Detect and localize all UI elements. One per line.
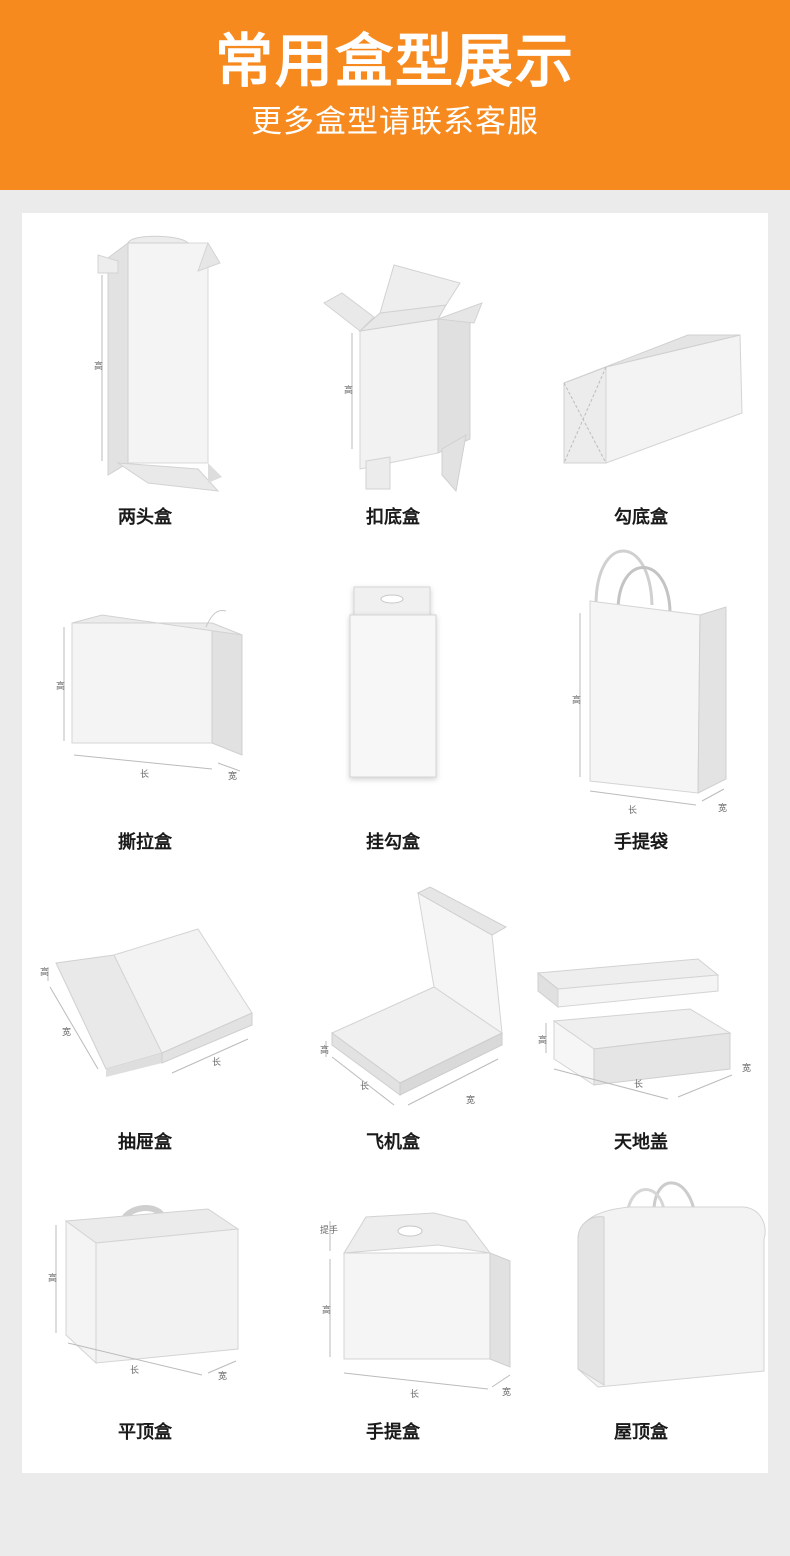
box-item-handle-box: 提手 高 长 宽 手提盒 bbox=[270, 1163, 518, 1473]
width-dimension-label: 宽 bbox=[742, 1062, 751, 1074]
width-dimension-label: 宽 bbox=[718, 802, 727, 814]
length-dimension-label: 长 bbox=[140, 768, 149, 780]
hang-tab-box-illustration bbox=[349, 586, 437, 778]
box-item-crash-lock-bottom: 勾底盒 bbox=[518, 213, 768, 543]
height-dimension-label: 高 bbox=[56, 680, 65, 692]
length-dimension-label: 长 bbox=[634, 1078, 643, 1090]
height-dimension-label: 高 bbox=[538, 1034, 547, 1046]
width-dimension-label: 宽 bbox=[218, 1370, 227, 1382]
box-gallery: 高 两头盒 高 扣底盒 勾底盒 bbox=[22, 213, 768, 1473]
box-item-flat-top: 高 长 宽 平顶盒 bbox=[22, 1163, 270, 1473]
height-dimension-label: 高 bbox=[40, 966, 49, 978]
box-label: 撕拉盒 bbox=[118, 832, 172, 853]
snap-lock-bottom-box-illustration: 高 bbox=[323, 264, 483, 493]
length-dimension-label: 长 bbox=[410, 1388, 419, 1400]
box-label: 平顶盒 bbox=[118, 1422, 172, 1443]
header-banner: 常用盒型展示 更多盒型请联系客服 bbox=[0, 0, 790, 190]
lid-and-base-box-illustration: 高 长 宽 bbox=[536, 958, 751, 1100]
box-item-tear-strip: 高 长 宽 撕拉盒 bbox=[22, 543, 270, 863]
box-item-mailer: 高 长 宽 飞机盒 bbox=[270, 863, 518, 1163]
box-label: 屋顶盒 bbox=[614, 1422, 668, 1443]
crash-lock-bottom-box-illustration bbox=[563, 334, 743, 464]
roof-top-box-illustration bbox=[577, 1181, 766, 1388]
handle-bag-illustration: 高 长 宽 bbox=[572, 549, 727, 816]
box-item-roof-top: 屋顶盒 bbox=[518, 1163, 768, 1473]
width-dimension-label: 宽 bbox=[466, 1094, 475, 1106]
handle-dimension-label: 提手 bbox=[320, 1224, 338, 1236]
length-dimension-label: 长 bbox=[130, 1364, 139, 1376]
length-dimension-label: 长 bbox=[628, 804, 637, 816]
flat-top-box-illustration: 高 长 宽 bbox=[48, 1205, 240, 1382]
height-dimension-label: 高 bbox=[322, 1304, 331, 1316]
width-dimension-label: 宽 bbox=[502, 1386, 511, 1398]
box-label: 天地盖 bbox=[614, 1132, 668, 1153]
box-label: 飞机盒 bbox=[366, 1132, 420, 1153]
height-dimension-label: 高 bbox=[48, 1272, 57, 1284]
tear-strip-box-illustration: 高 长 宽 bbox=[56, 610, 243, 782]
box-label: 挂勾盒 bbox=[366, 832, 420, 853]
box-item-hang-tab: 挂勾盒 bbox=[270, 543, 518, 863]
box-label: 两头盒 bbox=[118, 507, 172, 528]
width-dimension-label: 宽 bbox=[228, 770, 237, 782]
handle-box-illustration: 提手 高 长 宽 bbox=[320, 1212, 511, 1400]
height-dimension-label: 高 bbox=[94, 360, 103, 372]
box-item-two-end-tuck: 高 两头盒 bbox=[22, 213, 270, 543]
box-label: 抽屉盒 bbox=[118, 1132, 172, 1153]
height-dimension-label: 高 bbox=[320, 1044, 329, 1056]
page-subtitle: 更多盒型请联系客服 bbox=[251, 104, 539, 140]
box-item-lid-and-base: 高 长 宽 天地盖 bbox=[518, 863, 768, 1163]
box-label: 勾底盒 bbox=[614, 507, 668, 528]
length-dimension-label: 长 bbox=[360, 1080, 369, 1092]
box-item-snap-lock-bottom: 高 扣底盒 bbox=[270, 213, 518, 543]
box-item-drawer: 高 宽 长 抽屉盒 bbox=[22, 863, 270, 1163]
two-end-tuck-box-illustration: 高 bbox=[94, 235, 222, 492]
box-item-handle-bag: 高 长 宽 手提袋 bbox=[518, 543, 768, 863]
length-dimension-label: 长 bbox=[212, 1056, 221, 1068]
drawer-box-illustration: 高 宽 长 bbox=[40, 928, 253, 1077]
mailer-box-illustration: 高 长 宽 bbox=[320, 886, 508, 1106]
page-title: 常用盒型展示 bbox=[214, 27, 575, 95]
height-dimension-label: 高 bbox=[344, 384, 353, 396]
box-label: 手提盒 bbox=[366, 1422, 420, 1443]
width-dimension-label: 宽 bbox=[62, 1026, 71, 1038]
height-dimension-label: 高 bbox=[572, 694, 581, 706]
box-label: 手提袋 bbox=[614, 832, 668, 853]
box-label: 扣底盒 bbox=[366, 507, 420, 528]
